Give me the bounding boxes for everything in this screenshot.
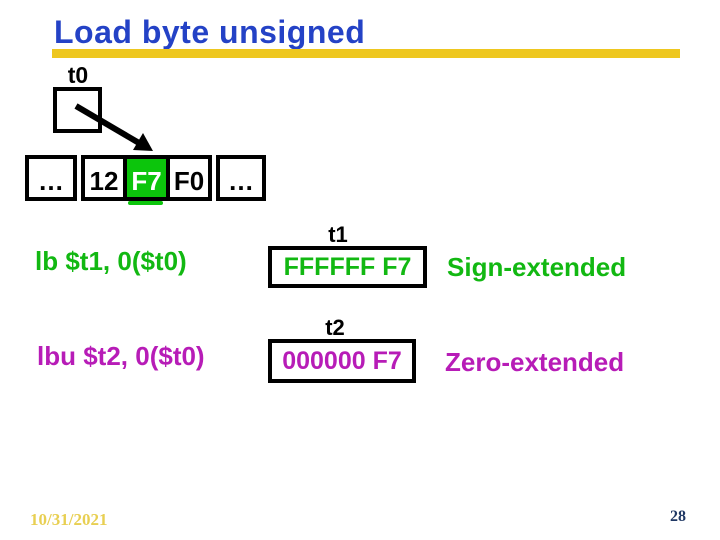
memory-cell-value: …: [228, 166, 254, 196]
t1-value: FFFFFF F7: [283, 252, 412, 281]
page-title: Load byte unsigned: [54, 14, 366, 50]
memory-cell-highlighted: F7: [123, 155, 170, 205]
memory-cell-value: 12: [89, 166, 119, 196]
t1-value-box: FFFFFF F7: [268, 246, 427, 288]
register-label-t1: t1: [328, 222, 348, 247]
slide-page-number: 28: [670, 508, 686, 525]
memory-cell-value: F0: [173, 166, 205, 196]
instruction-lbu: lbu $t2, 0($t0): [37, 341, 205, 371]
slide-date: 10/31/2021: [30, 510, 108, 529]
register-label-t2: t2: [325, 315, 345, 340]
memory-cell: 12: [81, 155, 127, 201]
memory-cell: F0: [166, 155, 212, 201]
t2-value: 000000 F7: [282, 346, 402, 375]
memory-cell-value: F7: [131, 166, 162, 196]
instruction-lb: lb $t1, 0($t0): [35, 246, 187, 276]
title-underline: [52, 49, 680, 58]
note-zero-extended: Zero-extended: [445, 347, 625, 377]
t0-pointer-box: [53, 87, 102, 133]
t2-value-box: 000000 F7: [268, 339, 416, 383]
memory-cell: …: [25, 155, 77, 201]
memory-row: … 12 F7 F0 …: [25, 155, 266, 205]
memory-cell-value: …: [38, 166, 64, 196]
register-label-t0: t0: [67, 62, 89, 88]
memory-cell: …: [216, 155, 266, 201]
note-sign-extended: Sign-extended: [447, 252, 627, 282]
